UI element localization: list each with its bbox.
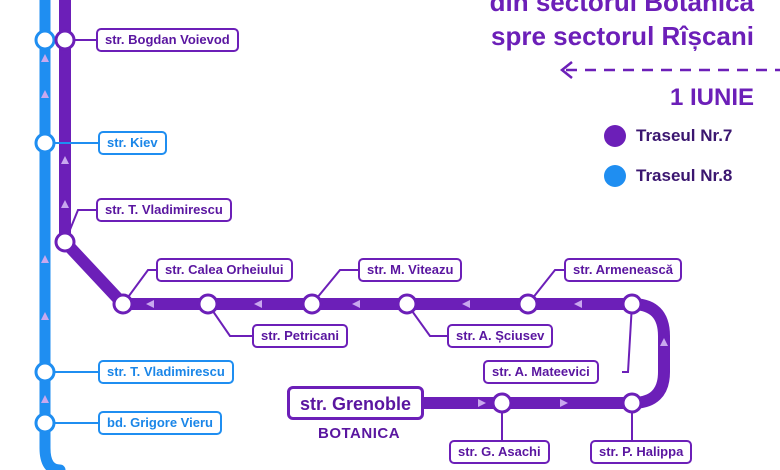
stop-label-t-vladimirescu-route8: str. T. Vladimirescu xyxy=(98,360,234,384)
legend-label-route7: Traseul Nr.7 xyxy=(636,126,733,145)
stop-dot-blue-kiev xyxy=(34,132,56,154)
stop-dot-sciusev xyxy=(396,293,418,315)
stop-label-t-vladimirescu-route7: str. T. Vladimirescu xyxy=(96,198,232,222)
stop-dot-blue-vieru xyxy=(34,412,56,434)
stop-label-a-mateevici: str. A. Mateevici xyxy=(483,360,599,384)
stop-dot-viteazu xyxy=(301,293,323,315)
stop-label-kiev: str. Kiev xyxy=(98,131,167,155)
stop-dot-purple-vladimirescu xyxy=(54,231,76,253)
legend-dot-blue xyxy=(604,165,626,187)
stop-label-calea-orheiului: str. Calea Orheiului xyxy=(156,258,293,282)
direction-arrow-head xyxy=(559,61,573,79)
district-label: BOTANICA xyxy=(318,425,401,442)
stop-label-grenoble: str. Grenoble xyxy=(287,386,425,420)
stop-dot-asachi xyxy=(491,392,513,414)
title-line-1: din sectorul Botanica xyxy=(489,0,754,17)
stop-label-g-asachi: str. G. Asachi xyxy=(449,440,550,464)
stop-label-a-sciusev: str. A. Șciusev xyxy=(447,324,554,348)
stop-label-armeneasca: str. Armenească xyxy=(564,258,682,282)
stop-label-bogdan-voievod: str. Bogdan Voievod xyxy=(96,28,239,52)
stop-dot-petricani xyxy=(197,293,219,315)
stop-dot-purple-bogdan xyxy=(54,29,76,51)
stop-dot-mateevici xyxy=(621,293,643,315)
stop-dot-calea-orheiului xyxy=(112,293,134,315)
stop-label-petricani: str. Petricani xyxy=(252,324,349,348)
date-label: 1 IUNIE xyxy=(669,84,754,111)
stop-dot-blue-vladimirescu xyxy=(34,361,56,383)
stop-label-grigore-vieru: bd. Grigore Vieru xyxy=(98,411,222,435)
direction-arrows xyxy=(41,54,668,407)
legend-dot-purple xyxy=(604,125,626,147)
stop-dot-armeneasca xyxy=(517,293,539,315)
stop-dot-halippa xyxy=(621,392,643,414)
legend-item-route7: Traseul Nr.7 xyxy=(604,124,732,148)
legend-item-route8: Traseul Nr.8 xyxy=(604,164,732,188)
stop-label-p-halippa: str. P. Halippa xyxy=(590,440,693,464)
stop-label-m-viteazu: str. M. Viteazu xyxy=(358,258,463,282)
stop-dot-blue-bogdan xyxy=(34,29,56,51)
legend-label-route8: Traseul Nr.8 xyxy=(636,166,733,185)
title-line-2: spre sectorul Rîșcani xyxy=(491,21,754,51)
